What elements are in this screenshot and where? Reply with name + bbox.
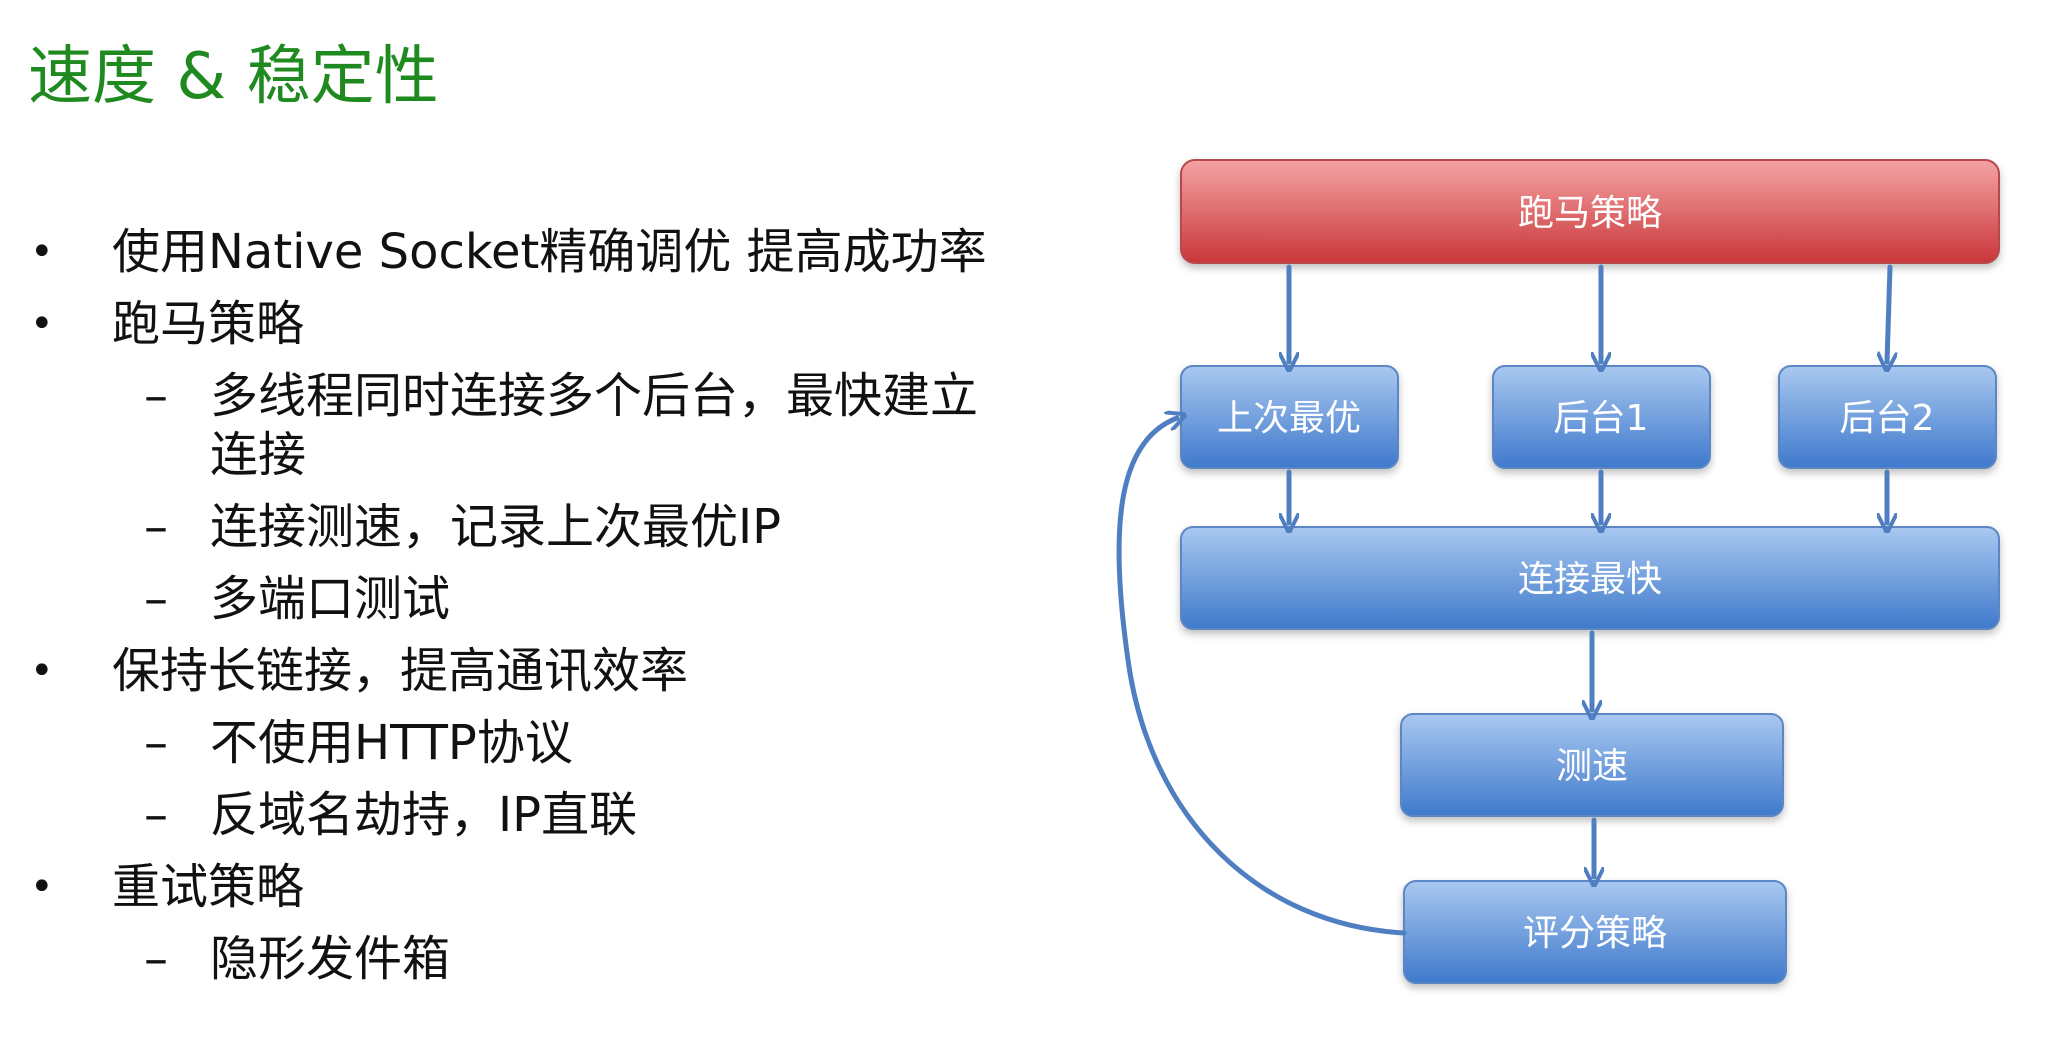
node-backend-2-label: 后台2 bbox=[1840, 398, 1935, 439]
bullet-marker: • bbox=[30, 301, 54, 347]
node-race-strategy-label: 跑马策略 bbox=[1518, 193, 1662, 234]
node-last-best: 上次最优 bbox=[1180, 365, 1399, 469]
node-scoring-strategy-label: 评分策略 bbox=[1523, 913, 1667, 954]
sub-bullet-text: 多端口测试 bbox=[210, 571, 451, 627]
bullet-item-native-socket: • 使用Native Socket精确调优 提高成功率 bbox=[30, 223, 987, 281]
node-scoring-strategy: 评分策略 bbox=[1403, 880, 1787, 984]
bullet-marker: • bbox=[30, 648, 54, 694]
sub-bullet-anti-hijack: – 反域名劫持，IP直联 bbox=[144, 786, 638, 844]
node-backend-1-label: 后台1 bbox=[1554, 398, 1649, 439]
bullet-marker: • bbox=[30, 864, 54, 910]
bullet-list: • 使用Native Socket精确调优 提高成功率 • 跑马策略 – 多线程… bbox=[0, 0, 1020, 1052]
sub-bullet-speed-test: – 连接测速，记录上次最优IP bbox=[144, 498, 782, 556]
bullet-item-long-connection: • 保持长链接，提高通讯效率 bbox=[30, 642, 689, 700]
sub-bullet-hidden-outbox: – 隐形发件箱 bbox=[144, 930, 451, 988]
bullet-text: 使用Native Socket精确调优 提高成功率 bbox=[112, 224, 987, 280]
bullet-item-retry-strategy: • 重试策略 bbox=[30, 858, 305, 916]
bullet-item-race-strategy: • 跑马策略 bbox=[30, 295, 305, 353]
sub-bullet-multi-port: – 多端口测试 bbox=[144, 570, 451, 628]
node-fastest-connection: 连接最快 bbox=[1180, 526, 2000, 630]
bullet-text: 跑马策略 bbox=[112, 296, 305, 352]
arrow-race-to-backend-2 bbox=[1887, 264, 1890, 362]
node-speed-test-label: 测速 bbox=[1556, 746, 1628, 787]
sub-bullet-no-http: – 不使用HTTP协议 bbox=[144, 714, 573, 772]
bullet-text: 保持长链接，提高通讯效率 bbox=[112, 643, 689, 699]
node-speed-test: 测速 bbox=[1400, 713, 1784, 817]
sub-bullet-text: 连接测速，记录上次最优IP bbox=[210, 499, 782, 555]
sub-bullet-multithread: – 多线程同时连接多个后台，最快建立 bbox=[144, 367, 979, 425]
node-backend-2: 后台2 bbox=[1778, 365, 1997, 469]
sub-bullet-text: 反域名劫持，IP直联 bbox=[210, 787, 638, 843]
sub-bullet-marker: – bbox=[144, 715, 168, 771]
sub-bullet-text: 不使用HTTP协议 bbox=[210, 715, 573, 771]
node-last-best-label: 上次最优 bbox=[1217, 398, 1361, 439]
bullet-text: 重试策略 bbox=[112, 859, 305, 915]
node-race-strategy: 跑马策略 bbox=[1180, 159, 2000, 264]
node-backend-1: 后台1 bbox=[1492, 365, 1711, 469]
bullet-marker: • bbox=[30, 229, 54, 275]
sub-bullet-marker: – bbox=[144, 499, 168, 555]
sub-bullet-text: 连接 bbox=[210, 427, 307, 483]
sub-bullet-multithread-continuation: 连接 bbox=[210, 426, 306, 484]
sub-bullet-marker: – bbox=[144, 571, 168, 627]
sub-bullet-marker: – bbox=[144, 931, 168, 987]
slide-title: 速度 & 稳定性 bbox=[28, 40, 439, 114]
sub-bullet-marker: – bbox=[144, 787, 168, 843]
sub-bullet-marker: – bbox=[144, 368, 168, 424]
arrow-scoring-to-last-best-loop bbox=[1116, 418, 1407, 936]
sub-bullet-text: 多线程同时连接多个后台，最快建立 bbox=[210, 368, 979, 424]
node-fastest-connection-label: 连接最快 bbox=[1518, 559, 1662, 600]
sub-bullet-text: 隐形发件箱 bbox=[210, 931, 451, 987]
